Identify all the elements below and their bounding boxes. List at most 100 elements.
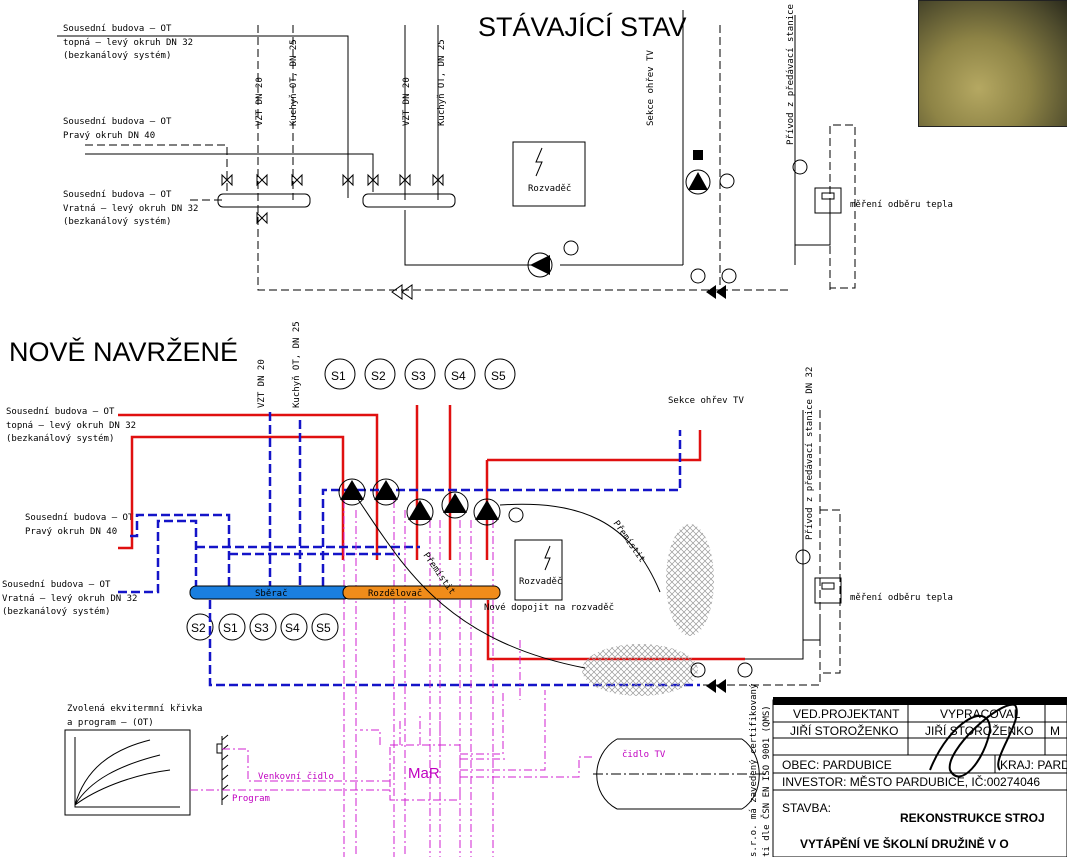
- circuit-label: S3: [254, 621, 269, 635]
- thermometer-icon: [795, 549, 811, 565]
- vertical-label: VZT DN 20: [257, 359, 267, 408]
- heat-meter-label: měření odběru tepla: [850, 593, 953, 603]
- move-label: Přemístit: [611, 519, 647, 565]
- check-valve-icon: [693, 150, 703, 160]
- move-arrow: [499, 503, 661, 593]
- lightning-icon: [544, 545, 551, 571]
- relocation-area: [582, 644, 698, 696]
- boiler-room-photo: [918, 0, 1067, 127]
- side-note: ti dle ČSN EN ISO 9001 (QMS): [760, 705, 772, 857]
- circuit-label: S4: [285, 621, 300, 635]
- cut-text: M: [1050, 724, 1060, 738]
- existing-distributor: [362, 193, 456, 208]
- valve-icon: [391, 284, 413, 300]
- vertical-label: Kuchyň OT, DN 25: [289, 39, 299, 126]
- lead-designer: JIŘÍ STOROŽENKO: [790, 723, 898, 738]
- label: Pravý okruh DN 40: [63, 131, 155, 141]
- prepared-label: VYPRACOVAL: [940, 707, 1021, 721]
- existing-collector: [217, 193, 311, 208]
- switchboard-note: Nové dopojit na rozvaděč: [484, 602, 614, 613]
- proposed-switchboard: [514, 539, 563, 601]
- label: Vratná – levý okruh DN 32: [63, 204, 198, 214]
- control-unit: [389, 744, 461, 801]
- vertical-label: VZT DN 20: [402, 77, 412, 126]
- vertical-label: VZT DN 20: [255, 77, 265, 126]
- circuit-label: S2: [371, 369, 386, 383]
- vertical-label: Kuchyň OT, DN 25: [292, 321, 302, 408]
- circuit-label: S1: [331, 369, 346, 383]
- switchboard-label: Rozvaděč: [519, 576, 562, 587]
- thermometer-icon: [508, 507, 524, 523]
- hot-water-tank: [596, 738, 760, 810]
- vertical-label: Kuchyň OT, DN 25: [437, 39, 447, 126]
- heat-meter-label: měření odběru tepla: [850, 200, 953, 210]
- existing-state: STÁVAJÍCÍ STAV Sousední budova – OT topn…: [57, 0, 953, 300]
- building-line1: REKONSTRUKCE STROJ: [900, 811, 1045, 825]
- relocation-area: [666, 524, 714, 636]
- label: (bezkanálový systém): [6, 433, 114, 444]
- label: topná – levý okruh DN 32: [6, 421, 136, 431]
- heat-meter-icon: [814, 577, 842, 604]
- region: KRAJ: PARD: [1000, 758, 1067, 772]
- wall-icon: [221, 734, 229, 805]
- distributor-bar: [342, 585, 501, 600]
- vertical-label: Sekce ohřev TV: [646, 50, 656, 126]
- label: Sousední budova – OT: [63, 190, 172, 200]
- pump-icon: [338, 478, 366, 506]
- circuit-label: S2: [191, 621, 206, 635]
- proposed-state: NOVĚ NAVRŽENÉ S1 S2 S3 S4 S5 S2 S1 S3 S4…: [2, 321, 953, 857]
- label: Pravý okruh DN 40: [25, 527, 117, 537]
- label: Sousední budova – OT: [2, 580, 111, 590]
- manometer-icon: [737, 662, 753, 678]
- heating-curve: [74, 737, 180, 808]
- pump-icon: [372, 478, 400, 506]
- program-label: Program: [232, 794, 270, 804]
- circuit-label: S1: [223, 621, 238, 635]
- proposed-title: NOVĚ NAVRŽENÉ: [9, 336, 238, 367]
- circuit-label: S5: [491, 369, 506, 383]
- pump-icon: [441, 491, 469, 519]
- label: (bezkanálový systém): [63, 216, 171, 227]
- pump-icon: [530, 255, 550, 275]
- label: Sousední budova – OT: [25, 513, 134, 523]
- curve-title: a program – (OT): [67, 718, 154, 728]
- lead-designer-label: VED.PROJEKTANT: [793, 707, 900, 721]
- building-line2: VYTÁPĚNÍ VE ŠKOLNÍ DRUŽINĚ V O: [800, 836, 1009, 851]
- valve-icon: [706, 285, 726, 299]
- thermometer-icon: [792, 159, 808, 175]
- lightning-icon: [535, 147, 543, 177]
- pump-icon: [473, 498, 501, 526]
- circuit-markers-top: S1 S2 S3 S4 S5: [324, 358, 516, 390]
- building-label: STAVBA:: [782, 801, 831, 815]
- pump-icon: [685, 169, 711, 195]
- label: Sousední budova – OT: [63, 24, 172, 34]
- manometer-icon: [690, 268, 706, 284]
- manometer-icon: [690, 662, 706, 678]
- circuit-label: S5: [316, 621, 331, 635]
- tank-sensor-label: čidlo TV: [622, 749, 666, 760]
- municipality: OBEC: PARDUBICE: [782, 758, 892, 772]
- manometer-icon: [721, 268, 737, 284]
- manometer-icon: [563, 240, 579, 256]
- investor: INVESTOR: MĚSTO PARDUBICE, IČ:00274046: [782, 774, 1040, 789]
- title-block: VED.PROJEKTANT VYPRACOVAL JIŘÍ STOROŽENK…: [749, 683, 1067, 857]
- label: Sousední budova – OT: [6, 407, 115, 417]
- vertical-label: Přívod z předávací stanice DN 32: [786, 0, 796, 145]
- pump-icon: [406, 498, 434, 526]
- label: Vratná – levý okruh DN 32: [2, 594, 137, 604]
- curve-title: Zvolená ekvitermní křivka: [67, 704, 202, 714]
- existing-switchboard: [512, 141, 586, 207]
- outdoor-sensor-label: Venkovní čidlo: [258, 771, 334, 782]
- label: Sousední budova – OT: [63, 117, 172, 127]
- thermometer-icon: [719, 173, 735, 189]
- move-arrow: [354, 494, 586, 669]
- circulation-pumps: [338, 478, 524, 526]
- section-tv-label: Sekce ohřev TV: [668, 396, 744, 406]
- vertical-label: Přívod z předávací stanice DN 32: [805, 367, 815, 540]
- circuit-label: S3: [411, 369, 426, 383]
- circuit-markers-bottom: S2 S1 S3 S4 S5: [186, 613, 339, 641]
- collector-label: Sběrač: [255, 588, 288, 599]
- heating-curve-chart: [64, 729, 191, 816]
- label: topná – levý okruh DN 32: [63, 38, 193, 48]
- outdoor-sensor-icon: [216, 743, 223, 754]
